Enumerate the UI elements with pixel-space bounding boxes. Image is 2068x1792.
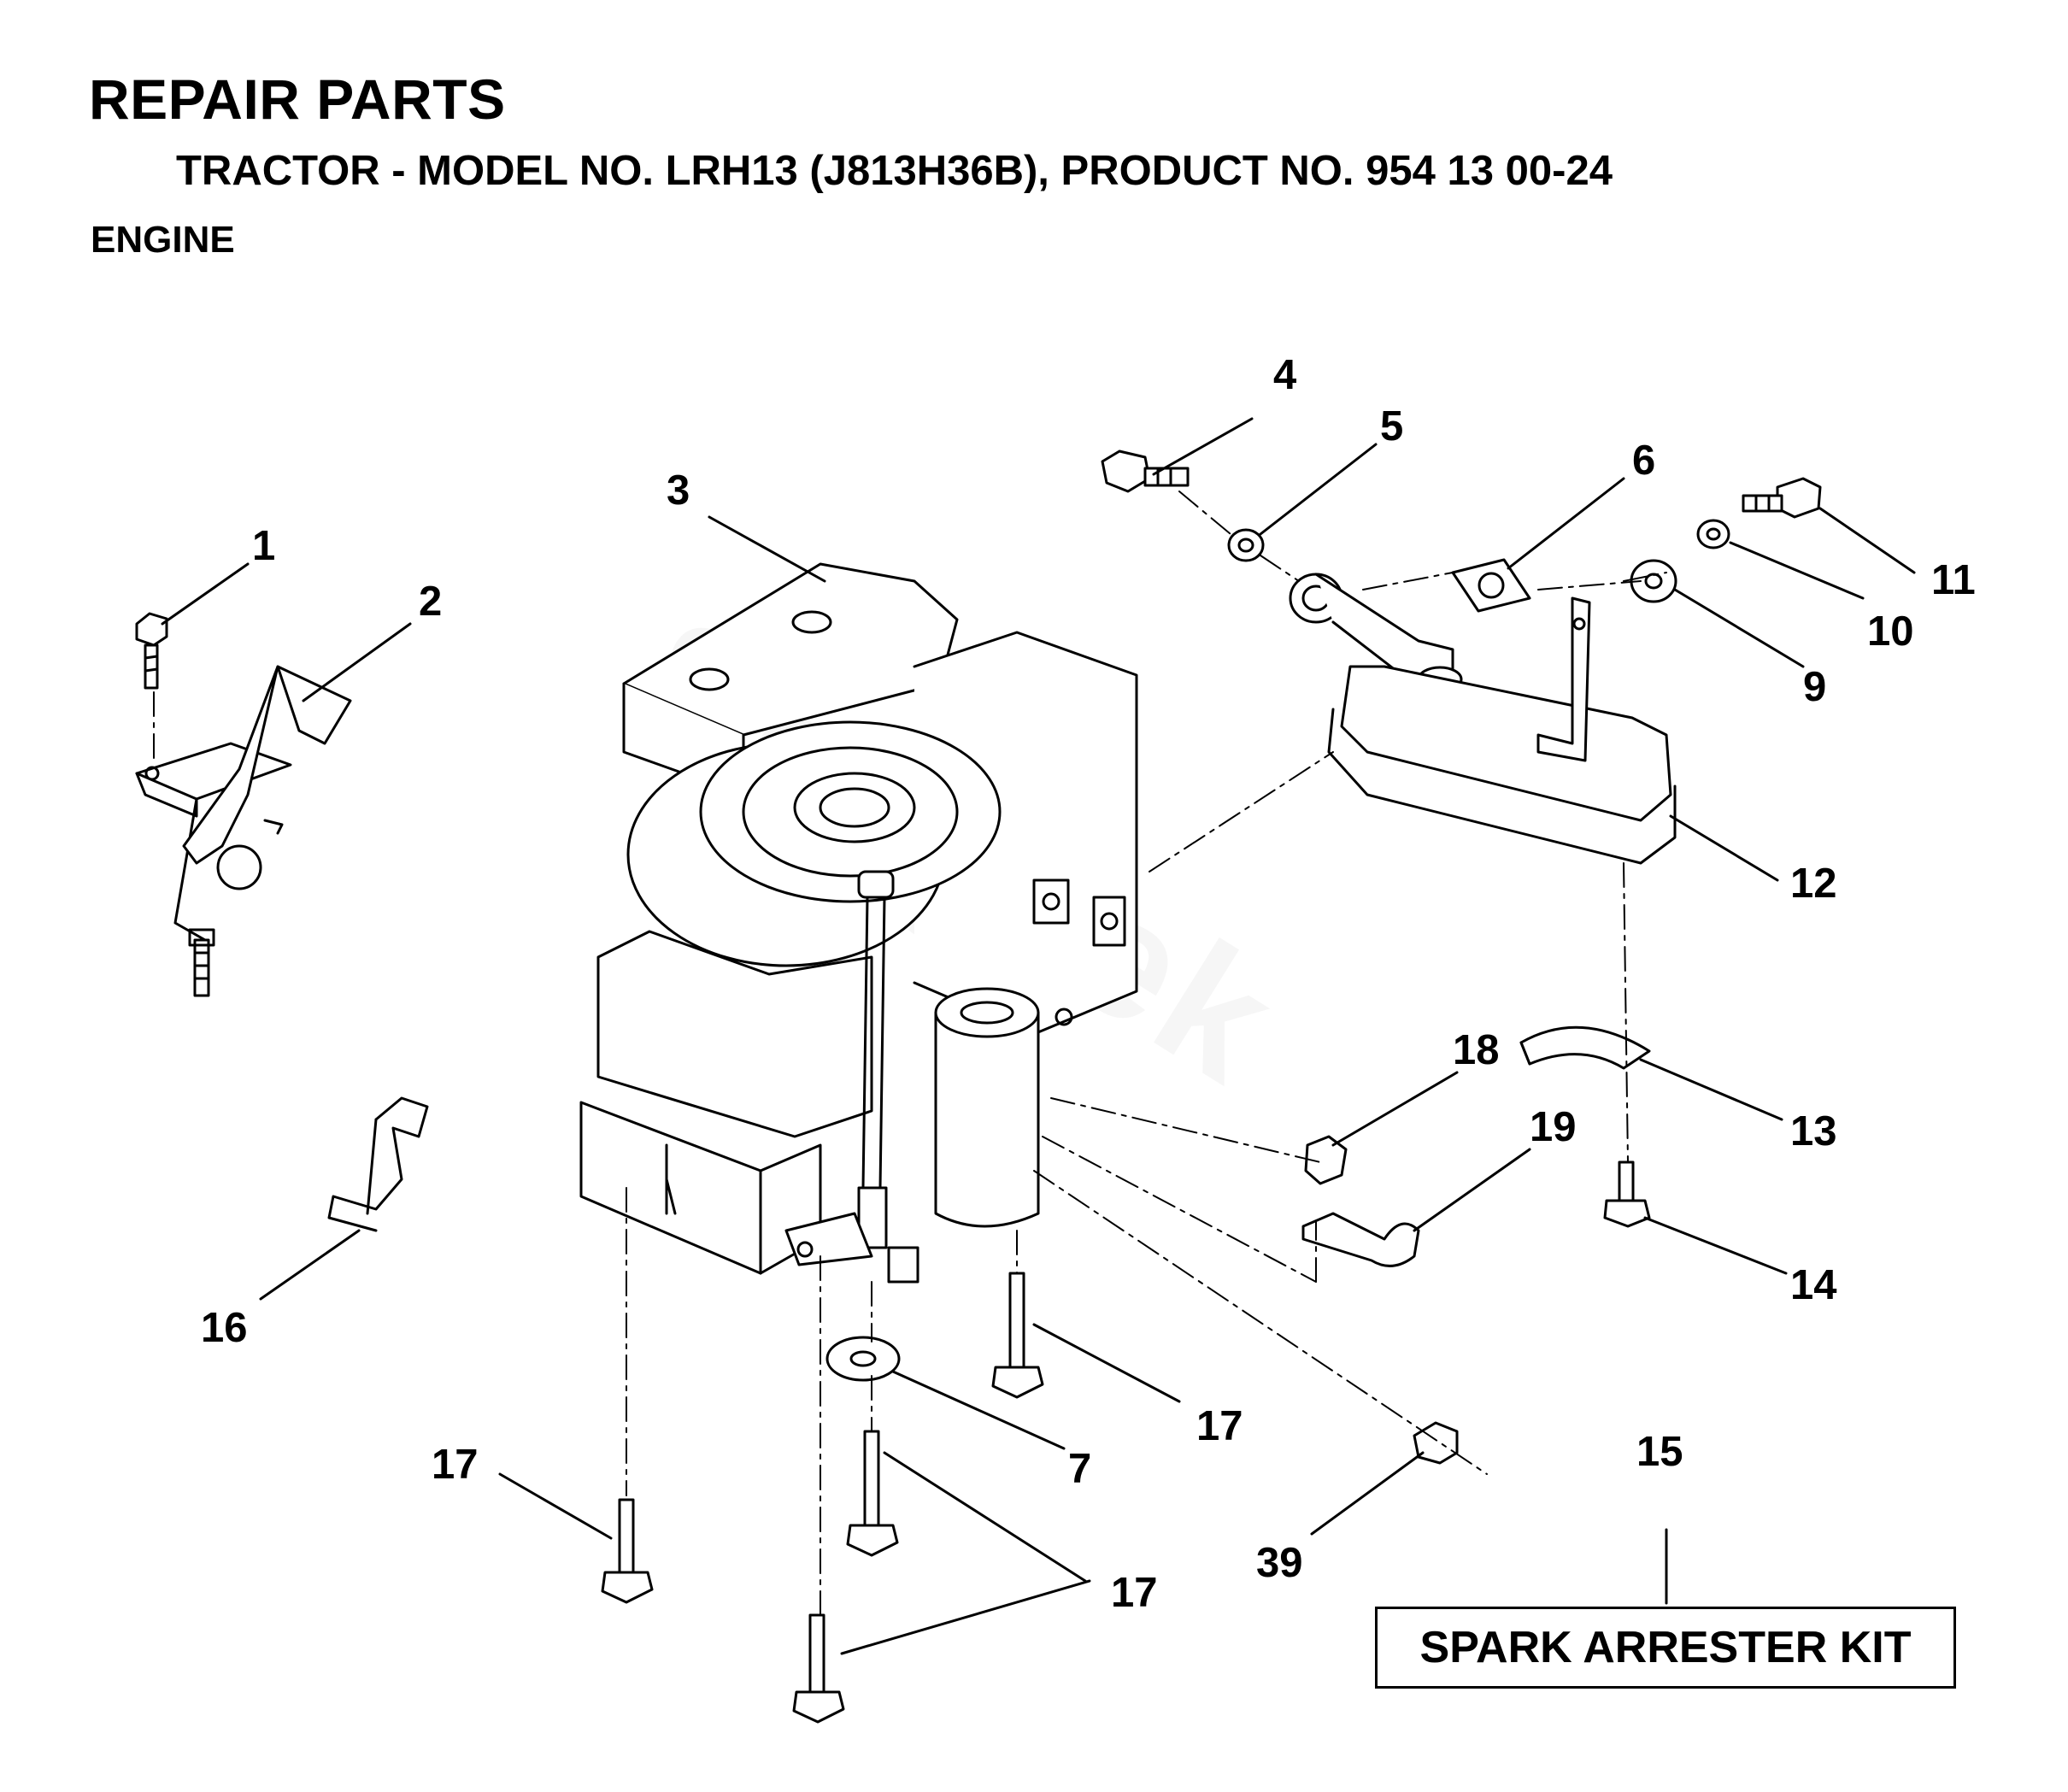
screw-part-14 xyxy=(1603,1160,1651,1228)
throttle-control-part xyxy=(135,665,352,997)
callout-17-bottom: 17 xyxy=(1111,1570,1158,1616)
callout-12: 12 xyxy=(1790,861,1837,907)
callout-9: 9 xyxy=(1803,664,1826,710)
callout-17-left: 17 xyxy=(432,1442,479,1488)
callout-11: 11 xyxy=(1931,557,1976,603)
bolt-part-17-c xyxy=(601,1498,654,1604)
engine-part xyxy=(579,562,1138,1284)
callout-17-right: 17 xyxy=(1196,1403,1243,1449)
callout-5: 5 xyxy=(1380,403,1403,449)
muffler-part-12 xyxy=(1327,596,1677,865)
callout-7: 7 xyxy=(1068,1446,1091,1492)
washer-part-5 xyxy=(1227,528,1265,562)
nut-part-18 xyxy=(1304,1135,1348,1185)
bolt-part-11 xyxy=(1742,477,1822,519)
clamp-part-19 xyxy=(1301,1212,1420,1267)
callout-10: 10 xyxy=(1867,608,1914,655)
callout-2: 2 xyxy=(419,579,442,625)
bolt-part-17-a xyxy=(991,1272,1044,1399)
screen-part-13 xyxy=(1519,1025,1651,1070)
callout-19: 19 xyxy=(1530,1104,1577,1150)
spark-arrester-kit-label: SPARK ARRESTER KIT xyxy=(1375,1607,1956,1689)
page-subtitle: TRACTOR - MODEL NO. LRH13 (J813H36B), PR… xyxy=(176,148,1613,194)
callout-4: 4 xyxy=(1273,352,1296,398)
callout-13: 13 xyxy=(1790,1108,1837,1155)
bolt-part-17-b xyxy=(846,1430,899,1557)
bolt-part-4 xyxy=(1101,449,1190,493)
page-title: REPAIR PARTS xyxy=(89,68,506,131)
callout-14: 14 xyxy=(1790,1262,1837,1308)
section-title: ENGINE xyxy=(91,219,235,261)
callout-39: 39 xyxy=(1256,1540,1303,1586)
callout-18: 18 xyxy=(1453,1027,1500,1073)
gasket-part-6 xyxy=(1451,558,1531,613)
callout-3: 3 xyxy=(667,467,690,514)
bracket-part-16 xyxy=(327,1096,429,1232)
callout-15: 15 xyxy=(1636,1429,1683,1475)
lockwasher-part-10 xyxy=(1696,519,1730,549)
callout-16: 16 xyxy=(201,1305,248,1351)
bolt-part-17-d xyxy=(792,1613,845,1724)
bolt-part-1 xyxy=(135,612,168,690)
star-washer-part-7 xyxy=(825,1336,901,1382)
callout-1: 1 xyxy=(252,523,275,569)
callout-6: 6 xyxy=(1632,438,1655,484)
